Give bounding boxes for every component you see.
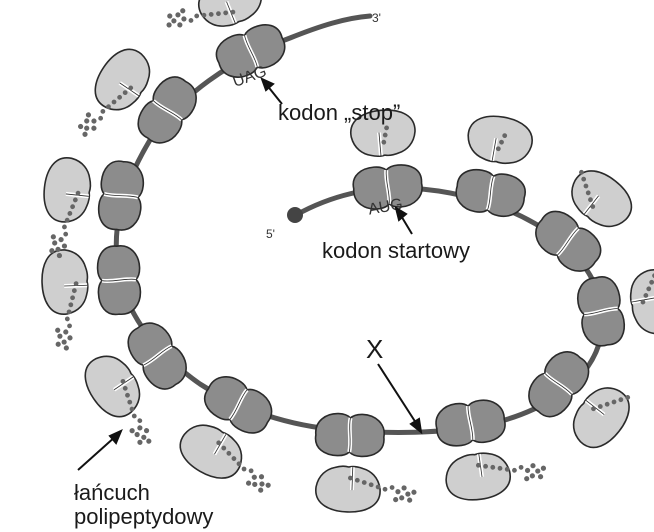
ribosome-10 [41, 245, 143, 351]
ribosome-8 [170, 369, 308, 505]
x-label: X [366, 334, 383, 364]
ribosome-5 [521, 344, 640, 458]
ribosome-7 [313, 413, 419, 515]
ribosome-12 [65, 39, 204, 179]
ribosome-2 [453, 111, 537, 219]
ribosome-4 [574, 264, 654, 349]
mrna-strand [116, 16, 603, 432]
three-prime-label: 3' [372, 11, 381, 25]
chain-label-line2: polipeptydowy [74, 504, 213, 529]
ribosome-3 [528, 160, 642, 279]
start-arrow [396, 208, 412, 234]
x-arrow [378, 364, 421, 432]
five-prime-cap [287, 207, 303, 223]
chain-arrow [78, 431, 121, 470]
chain-label-line1: łańcuch [74, 480, 150, 505]
start-codon-label: kodon startowy [322, 238, 470, 263]
stop-codon-label: kodon „stop” [278, 100, 400, 125]
five-prime-label: 5' [266, 227, 275, 241]
